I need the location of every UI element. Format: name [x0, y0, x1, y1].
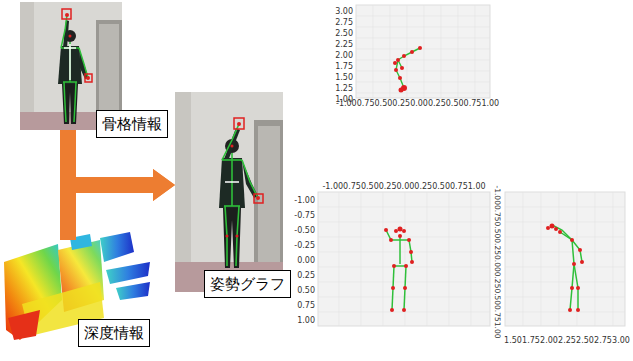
axis-tick: -1.00 [294, 196, 315, 205]
axis-tick: 1.50 [504, 336, 522, 345]
axis-tick: 0.25 [297, 271, 315, 280]
axis-tick: 2.25 [558, 336, 576, 345]
axis-tick: -0.50 [294, 226, 315, 235]
axis-tick: -1.000.750.500.250.000.250.500.751.00 [336, 99, 499, 108]
axis-tick: 1.75 [522, 336, 540, 345]
axis-tick: 1.00 [297, 316, 315, 325]
figure-node: 深度情報 [0, 232, 150, 347]
figure-node: 骨格情報 [20, 0, 168, 138]
pose-graph-photo [175, 92, 283, 292]
axis-tick: -1.000.750.500.250.000.250.500.751.00 [322, 182, 485, 191]
axis-tick: 0.75 [297, 301, 315, 310]
flow-arrow [68, 169, 175, 232]
axis-tick: 3.00 [612, 336, 630, 345]
caption-box: 深度情報 [78, 319, 150, 347]
axis-tick: 3.00 [335, 7, 353, 16]
axis-tick: 2.00 [335, 51, 353, 60]
axis-tick: 2.25 [335, 40, 353, 49]
caption-box: 姿勢グラフ [204, 270, 291, 298]
axis-tick: 2.00 [540, 336, 558, 345]
pose-plot-front [318, 192, 490, 326]
axis-tick: 2.75 [594, 336, 612, 345]
axis-tick: 1.25 [335, 84, 353, 93]
axis-tick: 2.50 [576, 336, 594, 345]
figure-node: 姿勢グラフ [175, 90, 291, 298]
axis-tick: 2.75 [335, 18, 353, 27]
axis-tick: 0.00 [297, 256, 315, 265]
axis-tick: 1.50 [335, 73, 353, 82]
pose-plot-top [356, 5, 490, 98]
axis-tick: 2.50 [335, 29, 353, 38]
axis-tick: -1.000.750.500.250.000.250.500.751.00 [493, 186, 502, 339]
caption-box: 骨格情報 [96, 110, 168, 138]
pose-plot-side [505, 192, 625, 326]
axis-tick: -0.75 [294, 211, 315, 220]
axis-tick: 1.75 [335, 62, 353, 71]
axis-tick: 0.50 [297, 286, 315, 295]
axis-tick: -0.25 [294, 241, 315, 250]
